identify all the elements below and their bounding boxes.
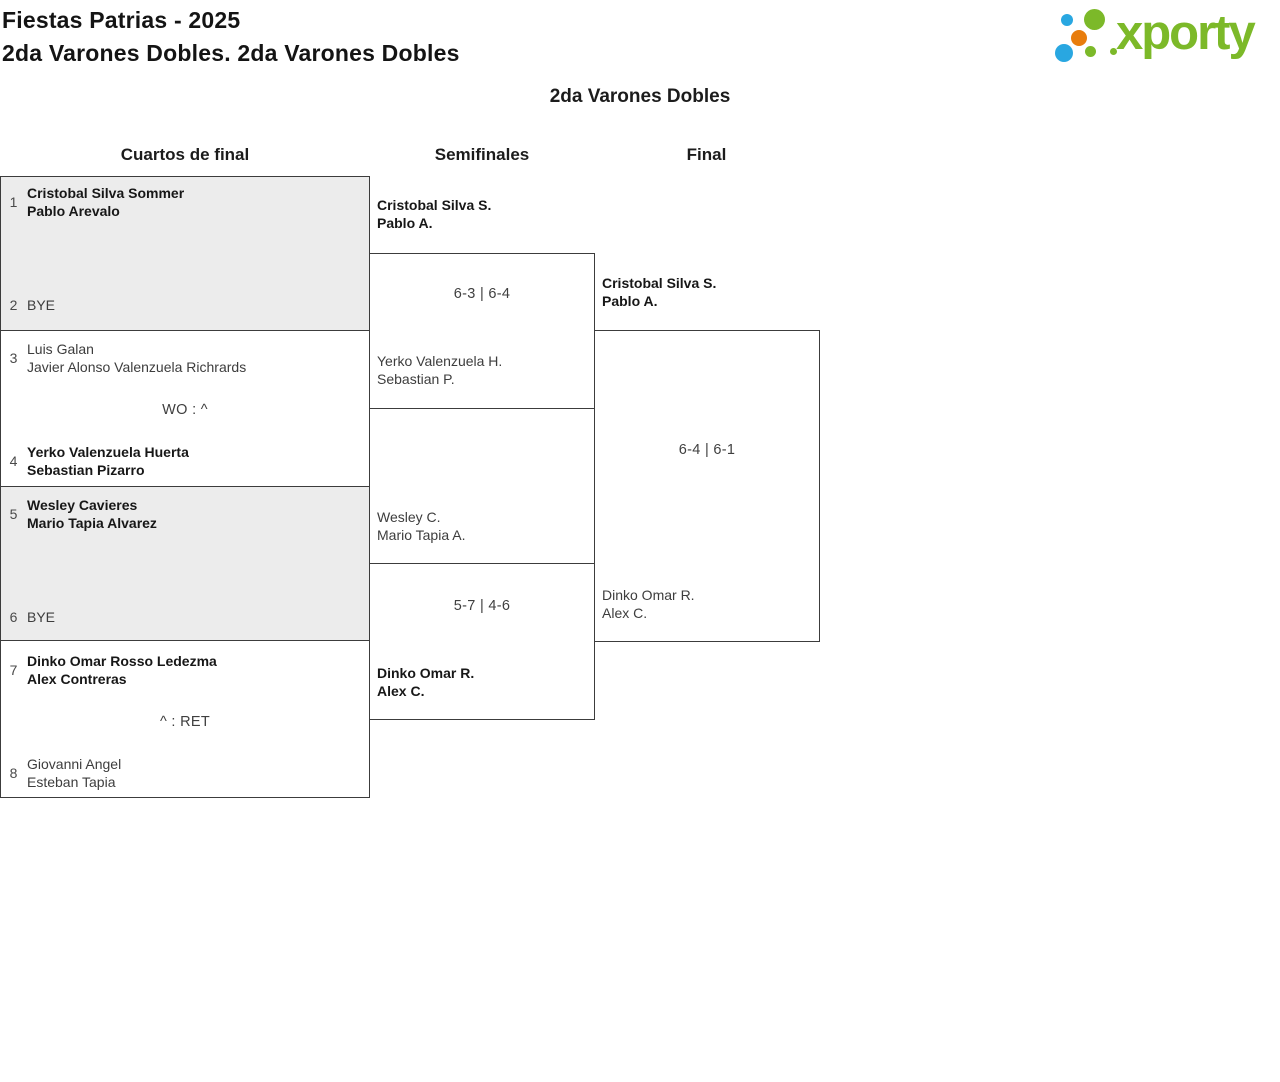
qf-match-2-box [0,330,370,487]
round-header-final: Final [686,145,727,164]
player-name: Sebastian P. [377,371,455,387]
player-name: Cristobal Silva S. [377,197,492,213]
logo-dot-green-small-icon [1085,46,1096,57]
player-name: Cristobal Silva Sommer [27,185,185,201]
sf-match-1-box [369,253,595,409]
player-name: Alex C. [377,683,425,699]
player-name: Luis Galan [27,341,94,357]
seed-number: 7 [9,662,18,678]
sf1-score: 6-3 | 6-4 [453,286,511,302]
logo-dot-orange-icon [1071,30,1087,46]
page-title: Fiestas Patrias - 2025 2da Varones Doble… [2,4,460,70]
bye-label: BYE [27,297,56,313]
qf4-participant-bottom: 8 Giovanni Angel Esteban Tapia [7,755,363,791]
player-name: Cristobal Silva S. [602,275,717,291]
player-name: Dinko Omar R. [377,665,475,681]
sf2-participant-bottom: Dinko Omar R. Alex C. [377,664,474,700]
seed-number: 2 [9,297,18,313]
sf2-score: 5-7 | 4-6 [453,598,511,614]
qf4-score: ^ : RET [160,714,210,730]
player-name: Pablo A. [602,293,658,309]
seed-number: 8 [9,765,18,781]
final-participant-top: Cristobal Silva S. Pablo A. [602,274,716,310]
logo-dot-green-tiny-icon [1110,48,1117,55]
bracket-title: 2da Varones Dobles [549,86,731,107]
bye-label: BYE [27,609,56,625]
tournament-name: Fiestas Patrias - 2025 [2,7,241,33]
qf2-participant-top: 3 Luis Galan Javier Alonso Valenzuela Ri… [7,340,363,376]
player-name: Giovanni Angel [27,756,122,772]
seed-number: 4 [9,453,18,469]
qf1-participant-bottom: 2 BYE [7,296,363,314]
logo-dot-blue-large-icon [1055,44,1073,62]
sf1-participant-top: Cristobal Silva S. Pablo A. [377,196,491,232]
player-name: Esteban Tapia [27,774,116,790]
player-name: Mario Tapia A. [377,527,466,543]
player-name: Yerko Valenzuela Huerta [27,444,189,460]
category-name: 2da Varones Dobles. 2da Varones Dobles [2,40,460,66]
qf2-participant-bottom: 4 Yerko Valenzuela Huerta Sebastian Piza… [7,443,363,479]
player-name: Javier Alonso Valenzuela Richrards [27,359,247,375]
sf2-participant-top: Wesley C. Mario Tapia A. [377,508,465,544]
qf1-participant-top: 1 Cristobal Silva Sommer Pablo Arevalo [7,184,363,220]
sf-match-2-box [369,563,595,720]
final-participant-bottom: Dinko Omar R. Alex C. [602,586,695,622]
seed-number: 5 [9,506,18,522]
player-name: Pablo Arevalo [27,203,120,219]
final-match-box [594,330,820,642]
qf2-score: WO : ^ [162,402,208,418]
player-name: Pablo A. [377,215,433,231]
qf4-participant-top: 7 Dinko Omar Rosso Ledezma Alex Contrera… [7,652,363,688]
seed-number: 6 [9,609,18,625]
player-name: Yerko Valenzuela H. [377,353,503,369]
xporty-logo[interactable]: xporty [1050,4,1276,72]
qf-match-1-box [0,176,370,331]
player-name: Wesley Cavieres [27,497,138,513]
logo-dot-green-large-icon [1084,9,1105,30]
qf-match-4-box [0,640,370,798]
logo-dot-blue-small-icon [1061,14,1073,26]
seed-number: 1 [9,194,18,210]
qf3-participant-top: 5 Wesley Cavieres Mario Tapia Alvarez [7,496,363,532]
logo-wordmark: xporty [1116,6,1256,60]
seed-number: 3 [9,350,18,366]
player-name: Wesley C. [377,509,441,525]
player-name: Alex C. [602,605,648,621]
sf1-participant-bottom: Yerko Valenzuela H. Sebastian P. [377,352,502,388]
player-name: Mario Tapia Alvarez [27,515,157,531]
player-name: Dinko Omar Rosso Ledezma [27,653,217,669]
qf3-participant-bottom: 6 BYE [7,608,363,626]
round-header-quarterfinals: Cuartos de final [120,145,250,164]
player-name: Alex Contreras [27,671,127,687]
round-header-semifinals: Semifinales [434,145,530,164]
player-name: Sebastian Pizarro [27,462,145,478]
player-name: Dinko Omar R. [602,587,695,603]
final-score: 6-4 | 6-1 [678,442,736,458]
